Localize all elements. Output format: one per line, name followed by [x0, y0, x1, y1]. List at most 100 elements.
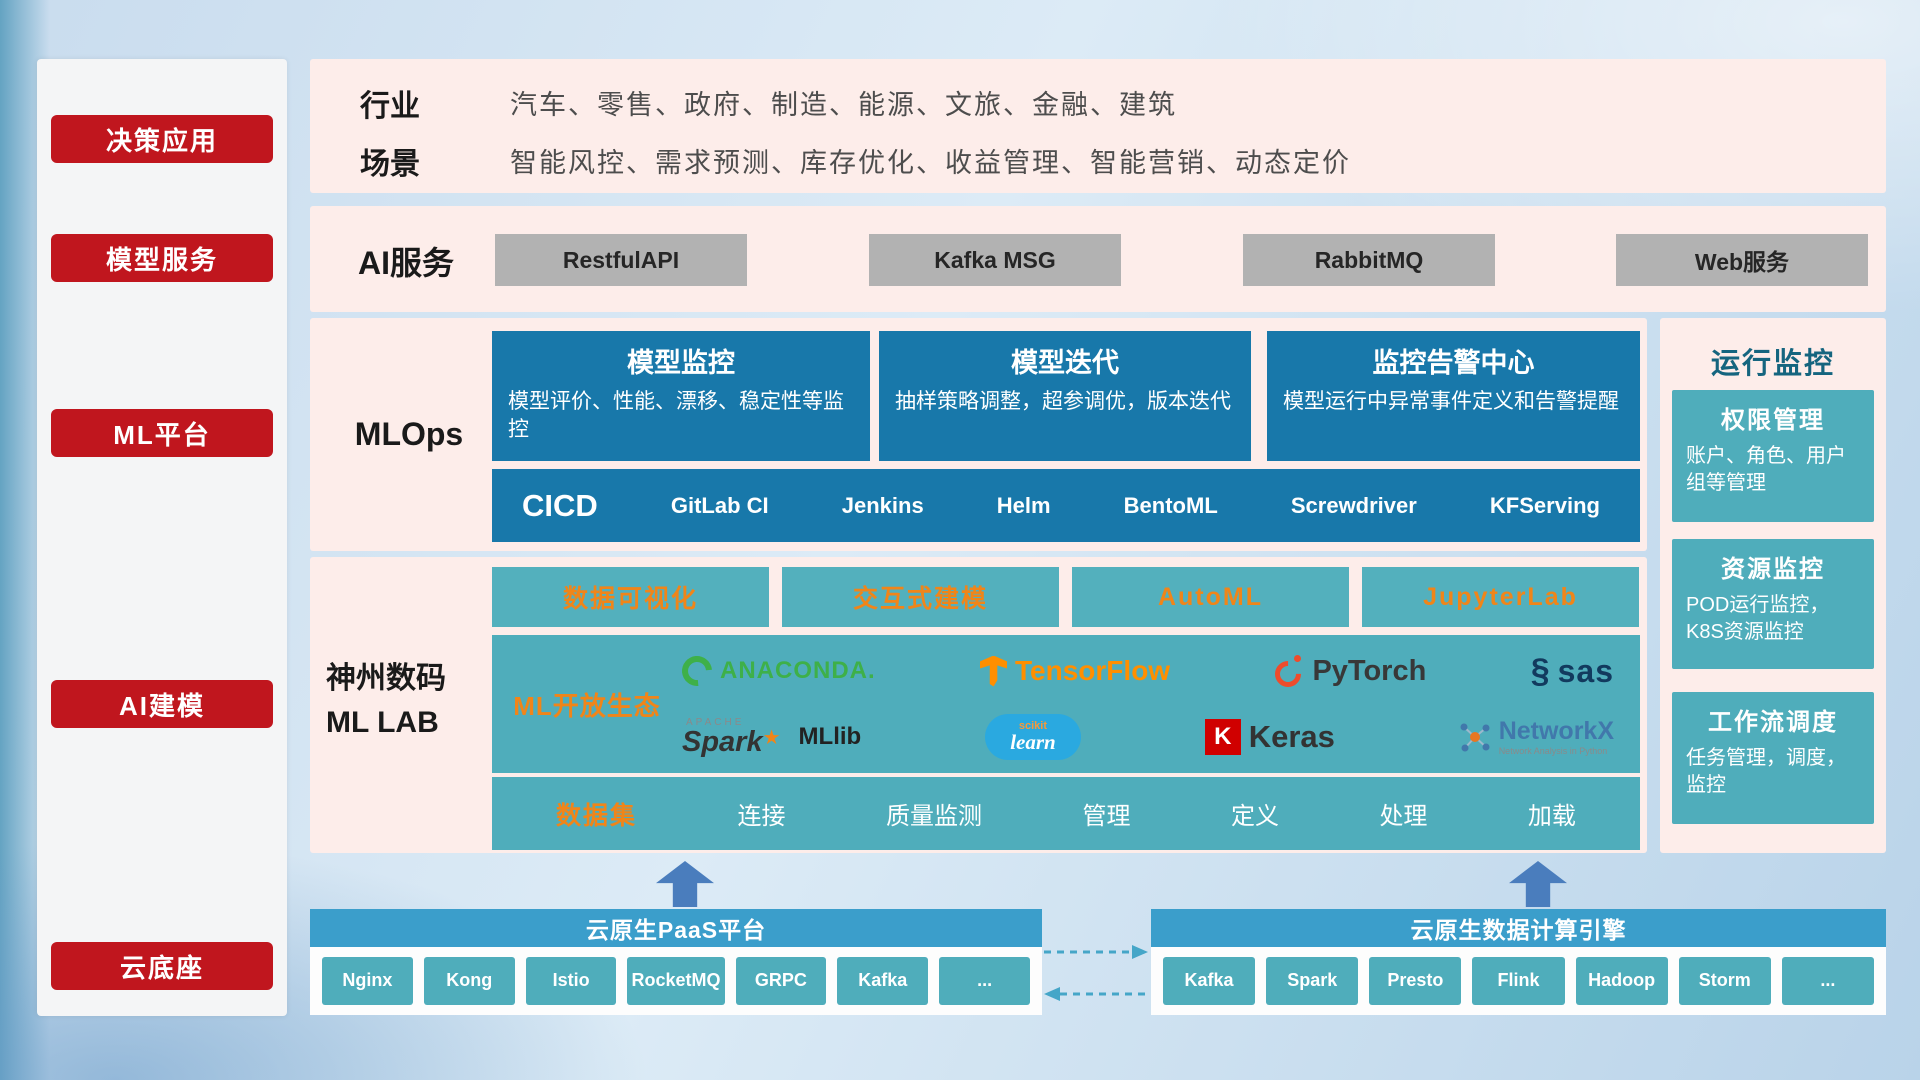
service-kafka-msg: Kafka MSG	[869, 234, 1121, 286]
cicd-bar: CICD GitLab CI Jenkins Helm BentoML Scre…	[492, 469, 1640, 542]
resource-monitoring-desc: POD运行监控，K8S资源监控	[1686, 594, 1830, 643]
category-cloud-base: 云底座	[51, 942, 273, 990]
mllib-text: MLlib	[798, 723, 862, 750]
cicd-jenkins: Jenkins	[841, 492, 924, 518]
cicd-gitlab-ci: GitLab CI	[670, 492, 769, 518]
paas-rocketmq: RocketMQ	[627, 957, 725, 1005]
learn-text: learn	[1010, 730, 1056, 754]
spark-word: Spark	[682, 725, 763, 758]
scenario-list: 智能风控、需求预测、库存优化、收益管理、智能营销、动态定价	[510, 148, 1351, 178]
pytorch-dot	[1294, 655, 1302, 662]
spark-star-icon: ★	[762, 726, 781, 749]
service-web: Web服务	[1616, 234, 1868, 286]
tool-jupyterlab: JupyterLab	[1362, 567, 1639, 627]
tensorflow-text: TensorFlow	[1015, 655, 1171, 686]
spark-block: APACHE Spark★	[682, 716, 781, 758]
pytorch-text: PyTorch	[1312, 654, 1427, 687]
runtime-monitoring-title: 运行监控	[1710, 348, 1835, 380]
dataset-quality: 质量监测	[885, 803, 982, 830]
permission-management-card: 权限管理 账户、角色、用户组等管理	[1672, 390, 1874, 522]
anaconda-icon	[675, 649, 719, 693]
engine-spark: Spark	[1266, 957, 1359, 1005]
pytorch-logo: PyTorch	[1270, 654, 1427, 693]
ecosystem-logos-row2: APACHE Spark★ MLlib scikit learn K Kera	[682, 708, 1614, 766]
scenario-label: 场景	[360, 148, 420, 181]
sas-text: sas	[1557, 652, 1614, 689]
paas-title-bar: 云原生PaaS平台	[310, 909, 1042, 947]
ml-lab-label-line2: ML LAB	[326, 705, 439, 739]
scikit-learn-logo: scikit learn	[984, 714, 1081, 760]
dataset-load: 加载	[1527, 803, 1576, 830]
dataset-label: 数据集	[556, 801, 638, 830]
cicd-screwdriver: Screwdriver	[1290, 492, 1417, 518]
pytorch-icon	[1270, 655, 1307, 693]
tool-data-visualization: 数据可视化	[492, 567, 769, 627]
anaconda-text: ANACONDA.	[720, 657, 876, 684]
networkx-icon	[1460, 723, 1490, 752]
permission-management-title: 权限管理	[1721, 407, 1825, 434]
engine-kafka: Kafka	[1163, 957, 1256, 1005]
tool-automl: AutoML	[1072, 567, 1349, 627]
workflow-scheduling-title: 工作流调度	[1708, 709, 1838, 736]
networkx-tagline: Network Analysis in Python	[1498, 746, 1608, 757]
up-arrow-engine	[1509, 861, 1567, 907]
scikit-text: scikit	[1018, 720, 1048, 732]
spark-mllib-logo: APACHE Spark★ MLlib	[682, 716, 862, 758]
model-iteration-desc: 抽样策略调整，超参调优，版本迭代	[895, 390, 1231, 413]
tool-interactive-modeling: 交互式建模	[782, 567, 1059, 627]
workflow-scheduling-desc: 任务管理，调度，监控	[1686, 747, 1846, 796]
service-restful-api: RestfulAPI	[495, 234, 747, 286]
model-monitoring-title: 模型监控	[627, 348, 735, 378]
engine-storm: Storm	[1678, 957, 1771, 1005]
category-ml-platform: ML平台	[51, 409, 273, 457]
mlops-label: MLOps	[354, 416, 464, 452]
keras-logo: K Keras	[1204, 719, 1335, 755]
paas-nginx: Nginx	[322, 957, 413, 1005]
engine-components-strip: Kafka Spark Presto Flink Hadoop Storm ..…	[1151, 947, 1886, 1015]
tensorflow-icon	[980, 655, 1008, 687]
anaconda-logo: ANACONDA.	[675, 649, 876, 693]
tensorflow-logo: TensorFlow	[980, 655, 1170, 687]
alert-center-desc: 模型运行中异常事件定义和告警提醒	[1283, 390, 1619, 413]
resource-monitoring-card: 资源监控 POD运行监控，K8S资源监控	[1672, 539, 1874, 669]
category-decision-apps: 决策应用	[51, 115, 273, 163]
alert-center-card: 监控告警中心 模型运行中异常事件定义和告警提醒	[1267, 331, 1640, 461]
networkx-text-block: NetworkX Network Analysis in Python	[1499, 717, 1614, 756]
dataset-process: 处理	[1379, 803, 1428, 830]
category-ai-modeling: AI建模	[51, 680, 273, 728]
ml-open-ecosystem-panel: ML开放生态 ANACONDA. TensorFlow	[492, 635, 1640, 773]
industry-scenario-panel: 行业 汽车、零售、政府、制造、能源、文旅、金融、建筑 场景 智能风控、需求预测、…	[310, 59, 1886, 193]
paas-more: ...	[939, 957, 1030, 1005]
data-exchange-arrows	[1044, 945, 1148, 1001]
dataset-bar: 数据集 连接 质量监测 管理 定义 处理 加载	[492, 777, 1640, 850]
up-arrow-paas	[656, 861, 714, 907]
engine-presto: Presto	[1369, 957, 1462, 1005]
runtime-monitoring-panel: 运行监控 权限管理 账户、角色、用户组等管理 资源监控 POD运行监控，K8S资…	[1660, 318, 1886, 853]
paas-components-strip: Nginx Kong Istio RocketMQ GRPC Kafka ...	[310, 947, 1042, 1015]
networkx-text: NetworkX	[1498, 717, 1614, 746]
ai-service-panel: AI服务 RestfulAPI Kafka MSG RabbitMQ Web服务	[310, 206, 1886, 312]
mlops-panel: MLOps 模型监控 模型评价、性能、漂移、稳定性等监控 模型迭代 抽样策略调整…	[310, 318, 1647, 551]
spark-apache-text: APACHE	[686, 716, 745, 728]
keras-text: Keras	[1248, 719, 1335, 754]
ml-lab-label: 神州数码 ML LAB	[326, 657, 486, 744]
ml-open-ecosystem-label: ML开放生态	[513, 690, 661, 721]
model-iteration-card: 模型迭代 抽样策略调整，超参调优，版本迭代	[879, 331, 1251, 461]
paas-kafka: Kafka	[837, 957, 929, 1005]
model-monitoring-desc: 模型评价、性能、漂移、稳定性等监控	[508, 390, 844, 442]
engine-hadoop: Hadoop	[1575, 957, 1668, 1005]
model-iteration-title: 模型迭代	[1011, 348, 1119, 378]
ecosystem-logos: ANACONDA. TensorFlow PyTorch	[675, 642, 1640, 766]
resource-monitoring-title: 资源监控	[1721, 556, 1825, 583]
dataset-define: 定义	[1230, 803, 1279, 830]
ml-lab-panel: 神州数码 ML LAB 数据可视化 交互式建模 AutoML JupyterLa…	[310, 557, 1647, 853]
dashed-arrow-right-head	[1132, 945, 1148, 959]
service-rabbitmq: RabbitMQ	[1243, 234, 1495, 286]
cicd-kfserving: KFServing	[1489, 492, 1600, 518]
dataset-manage: 管理	[1082, 803, 1131, 830]
pytorch-ring	[1270, 655, 1307, 693]
ml-lab-label-line1: 神州数码	[326, 662, 446, 695]
cicd-label: CICD	[522, 487, 598, 523]
dataset-connect: 连接	[737, 803, 786, 830]
